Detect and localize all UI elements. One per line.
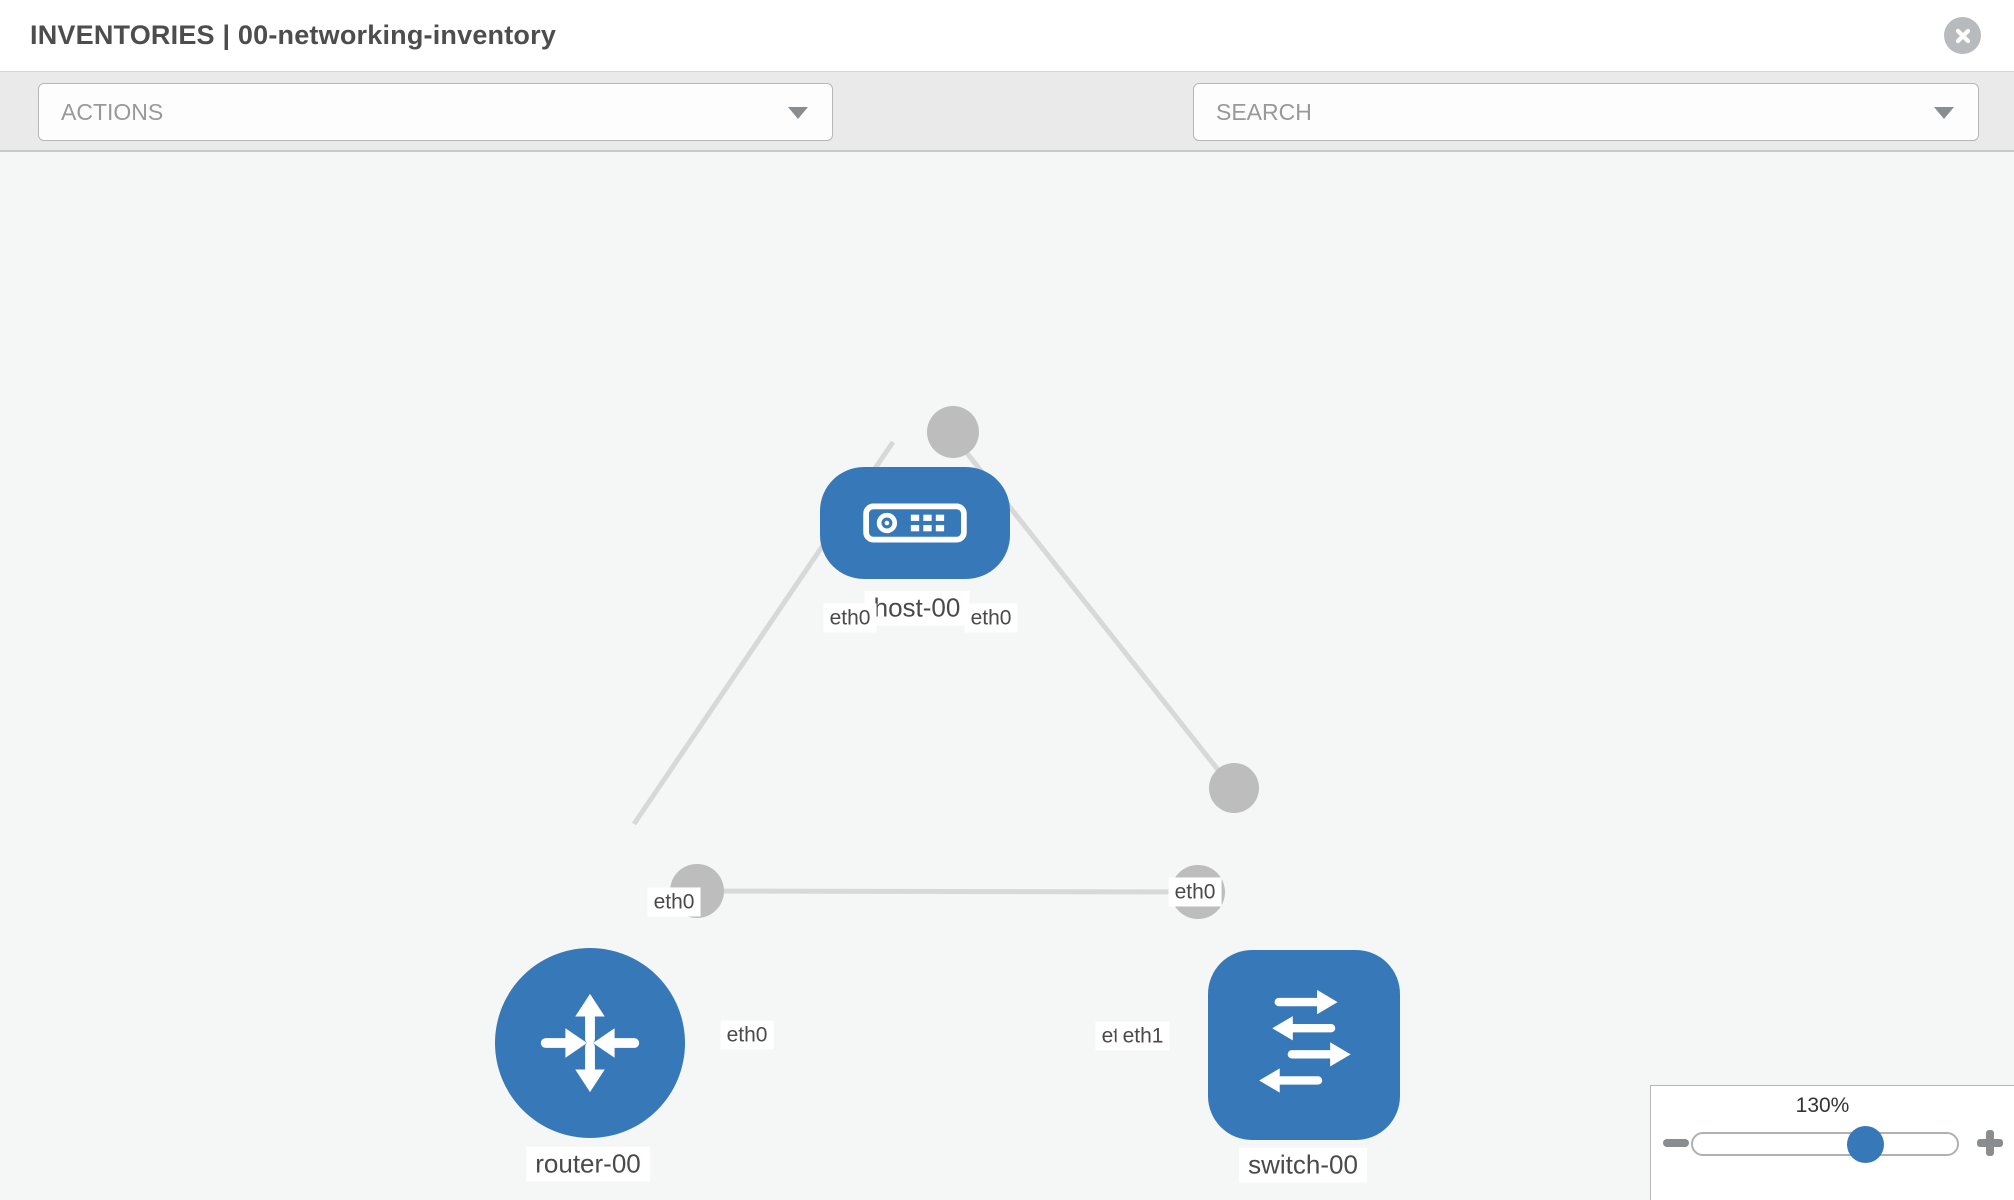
zoom-slider-handle[interactable] [1847, 1126, 1884, 1163]
close-button[interactable] [1944, 17, 1981, 54]
node-label-switch: switch-00 [1239, 1147, 1367, 1183]
chevron-down-icon [1934, 107, 1954, 119]
zoom-out-button[interactable] [1663, 1139, 1689, 1147]
switch-icon [1259, 989, 1351, 1093]
links-layer [631, 406, 1259, 919]
interface-label-host-to-switch: eth0 [964, 603, 1018, 633]
page-header: INVENTORIES | 00-networking-inventory [0, 0, 2014, 72]
toolbar: ACTIONS SEARCH [0, 72, 2014, 204]
topology-canvas[interactable]: host-00 router-00 switch-00 eth0 eth0 et… [0, 152, 2014, 1200]
node-label-host: host-00 [864, 590, 970, 626]
interface-label-router-to-switch: eth0 [720, 1020, 774, 1050]
interface-label-host-to-router: eth0 [823, 603, 877, 633]
close-icon [1955, 28, 1970, 43]
node-host-00[interactable] [820, 467, 1010, 579]
link-router-switch[interactable] [659, 888, 1211, 895]
host-icon [863, 503, 967, 543]
zoom-slider-track[interactable] [1691, 1132, 1959, 1156]
interface-label-switch-to-host: eth0 [1168, 877, 1222, 907]
actions-dropdown-placeholder: ACTIONS [61, 98, 164, 125]
node-router-00[interactable] [495, 948, 685, 1138]
interface-label-switch-to-router: eth1 [1116, 1021, 1170, 1051]
zoom-value: 130% [1795, 1094, 1850, 1117]
node-switch-00[interactable] [1208, 950, 1400, 1140]
actions-dropdown[interactable]: ACTIONS [38, 83, 833, 141]
chevron-down-icon [788, 107, 808, 119]
interface-label-router-to-host: eth0 [647, 887, 701, 917]
zoom-panel: 130% [1650, 1085, 2014, 1200]
interface-circle-host[interactable] [927, 406, 979, 458]
zoom-in-button[interactable] [1977, 1130, 2003, 1156]
page-title: INVENTORIES | 00-networking-inventory [30, 20, 557, 50]
node-label-router: router-00 [526, 1146, 650, 1182]
interface-circle-switch-top[interactable] [1209, 763, 1259, 813]
search-placeholder: SEARCH [1216, 98, 1312, 125]
search-dropdown[interactable]: SEARCH [1193, 83, 1979, 141]
router-icon [540, 993, 640, 1093]
